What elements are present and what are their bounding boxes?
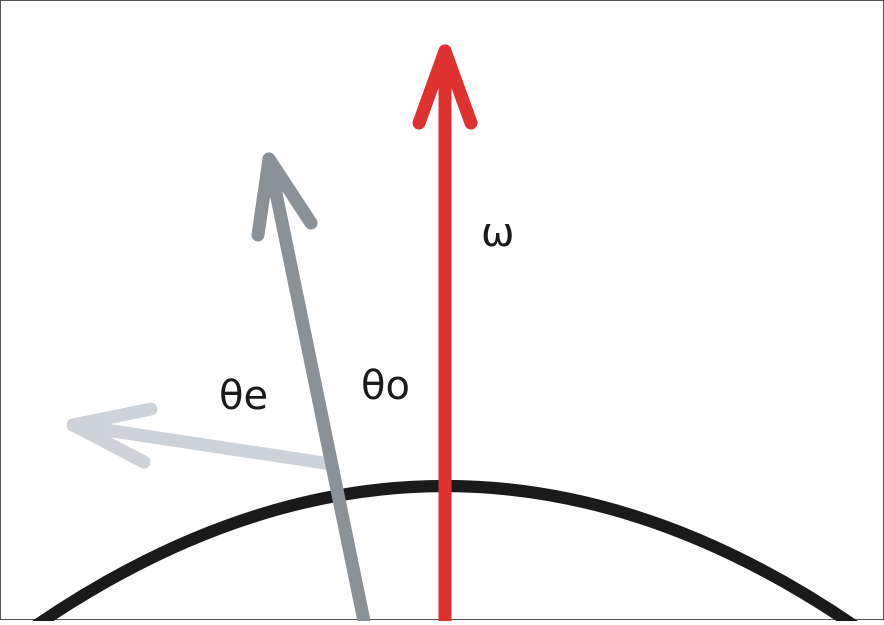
theta-e-label: θe bbox=[219, 373, 268, 419]
omega-arrow bbox=[412, 44, 478, 625]
theta-o-label: θo bbox=[361, 363, 410, 409]
omega-label: ω bbox=[481, 210, 515, 256]
theta-e-arrow bbox=[251, 152, 372, 625]
tangent-arrow bbox=[66, 402, 338, 471]
